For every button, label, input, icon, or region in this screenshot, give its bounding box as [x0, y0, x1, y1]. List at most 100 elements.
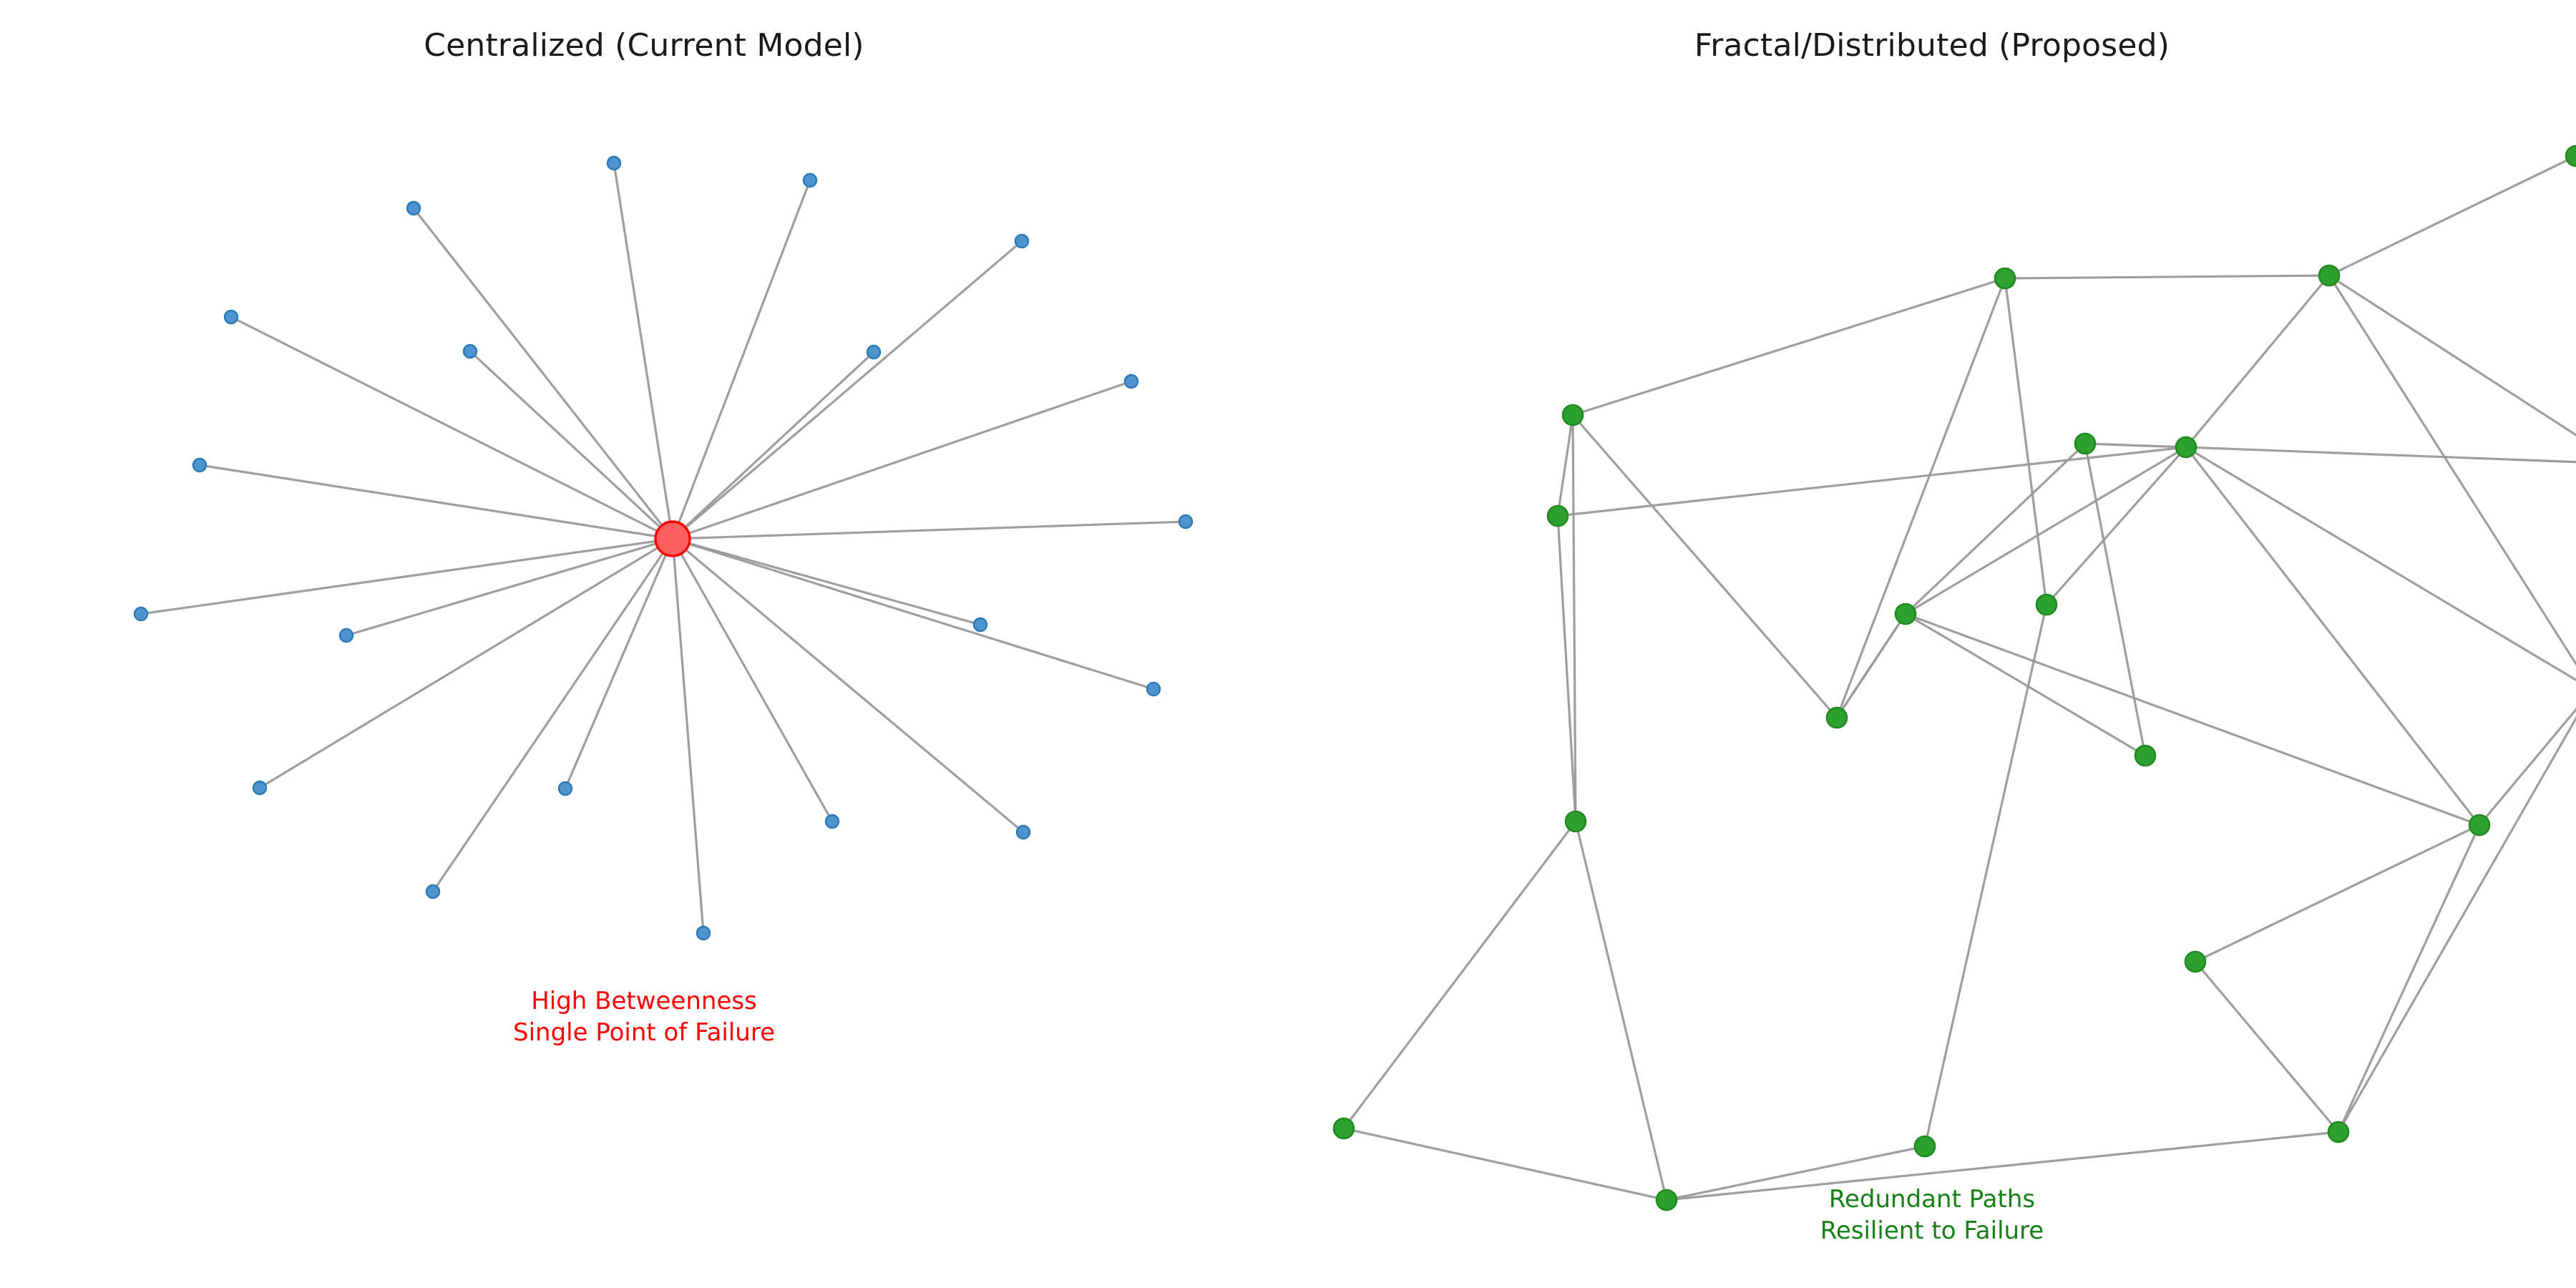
graph-node[interactable] [406, 200, 421, 216]
graph-node[interactable] [557, 781, 573, 796]
graph-node[interactable] [1994, 267, 2016, 290]
graph-node[interactable] [1894, 602, 1917, 625]
graph-node[interactable] [972, 617, 988, 633]
graph-edge [2195, 824, 2480, 963]
graph-node[interactable] [2035, 593, 2058, 616]
graph-node[interactable] [1546, 504, 1569, 527]
graph-node[interactable] [696, 925, 711, 941]
graph-edge [2004, 274, 2330, 280]
graph-node[interactable] [462, 343, 478, 359]
graph-edge [259, 537, 673, 789]
graph-edge [2478, 708, 2576, 826]
graph-node[interactable] [1655, 1189, 1678, 1211]
graph-node[interactable] [223, 309, 239, 325]
centralized-node-layer [133, 155, 1194, 941]
graph-edge [2185, 446, 2576, 464]
graph-edge [1905, 446, 2187, 615]
graph-node[interactable] [1913, 1135, 1936, 1158]
graph-edge [1904, 442, 2087, 615]
distributed-edge-layer [1342, 155, 2576, 1201]
graph-edge [1571, 414, 1838, 719]
panel-left-title: Centralized (Current Model) [424, 27, 864, 64]
distributed-node-layer [1332, 145, 2576, 1211]
graph-node[interactable] [2184, 950, 2207, 973]
graph-edge [1666, 1131, 2339, 1201]
graph-edge [1666, 1145, 1926, 1201]
graph-node[interactable] [2175, 436, 2197, 459]
graph-edge [2328, 274, 2576, 436]
graph-node[interactable] [133, 606, 149, 622]
graph-edge [671, 538, 705, 934]
graph-node[interactable] [1178, 514, 1194, 530]
graph-edge [671, 537, 1025, 834]
graph-node[interactable] [1561, 404, 1584, 426]
graph-node[interactable] [2134, 744, 2157, 767]
graph-edge [672, 520, 1186, 540]
graph-edge [672, 380, 1132, 540]
graph-edge [1572, 277, 2006, 416]
graph-edge [2328, 155, 2576, 277]
graph-edge [613, 162, 674, 540]
graph-edge [431, 538, 674, 892]
graph-node[interactable] [252, 780, 268, 796]
graph-edge [412, 208, 674, 540]
graph-edge [671, 180, 811, 540]
graph-node[interactable] [1332, 1117, 1355, 1140]
graph-edge [1343, 1127, 1667, 1201]
graph-node[interactable] [192, 457, 208, 473]
graph-edge [1835, 613, 1907, 718]
graph-node[interactable] [2318, 264, 2341, 287]
graph-edge [2337, 824, 2481, 1133]
graph-edge [1556, 515, 1577, 822]
graph-edge [2084, 443, 2147, 756]
panel-distributed: Fractal/Distributed (Proposed) Redundant… [1288, 0, 2576, 1288]
graph-edge [671, 351, 875, 540]
graph-node[interactable] [2074, 432, 2097, 455]
graph-edge [1923, 604, 2048, 1147]
graph-node[interactable] [1123, 374, 1139, 389]
graph-edge [671, 240, 1023, 540]
graph-edge [1557, 446, 2187, 517]
graph-node[interactable] [2468, 814, 2491, 836]
graph-edge [1342, 821, 1577, 1129]
graph-edge [1835, 278, 2006, 718]
graph-node[interactable] [1014, 233, 1030, 249]
graph-edge [2185, 447, 2481, 826]
centralized-graph [133, 155, 1194, 941]
hub-node[interactable] [654, 520, 691, 557]
graph-node[interactable] [866, 344, 882, 360]
graph-edge [1556, 414, 1574, 517]
graph-edge [564, 538, 674, 789]
graph-edge [2328, 275, 2576, 666]
graph-edge [672, 537, 981, 626]
graph-edge [140, 537, 673, 615]
graph-node[interactable] [1825, 706, 1848, 729]
graph-edge [1571, 414, 1577, 822]
graph-node[interactable] [2565, 145, 2576, 167]
graph-edge [2337, 716, 2576, 1133]
graph-edge [1905, 613, 2480, 826]
distributed-graph [1332, 145, 2576, 1211]
graph-edge [2185, 274, 2331, 449]
graph-edge [2084, 442, 2187, 449]
graph-node[interactable] [802, 172, 818, 188]
graph-edge [346, 537, 673, 637]
graph-edge [671, 538, 834, 822]
panel-right-title: Fractal/Distributed (Proposed) [1694, 27, 2170, 64]
annotation-redundant-paths: Redundant Paths Resilient to Failure [1820, 1185, 2044, 1245]
graph-node[interactable] [1146, 681, 1161, 697]
graph-node[interactable] [1564, 810, 1587, 833]
annotation-single-point-of-failure: High Betweenness Single Point of Failure [513, 987, 775, 1047]
graph-edge [469, 350, 674, 540]
graph-node[interactable] [606, 155, 622, 171]
graph-node[interactable] [1015, 824, 1031, 840]
graph-edge [2185, 446, 2576, 682]
graph-edge [672, 537, 1154, 691]
graph-node[interactable] [338, 628, 354, 643]
graph-node[interactable] [824, 814, 840, 829]
graph-node[interactable] [2327, 1121, 2350, 1143]
graph-edge [199, 464, 673, 540]
graph-node[interactable] [425, 884, 441, 899]
centralized-edge-layer [140, 162, 1186, 934]
